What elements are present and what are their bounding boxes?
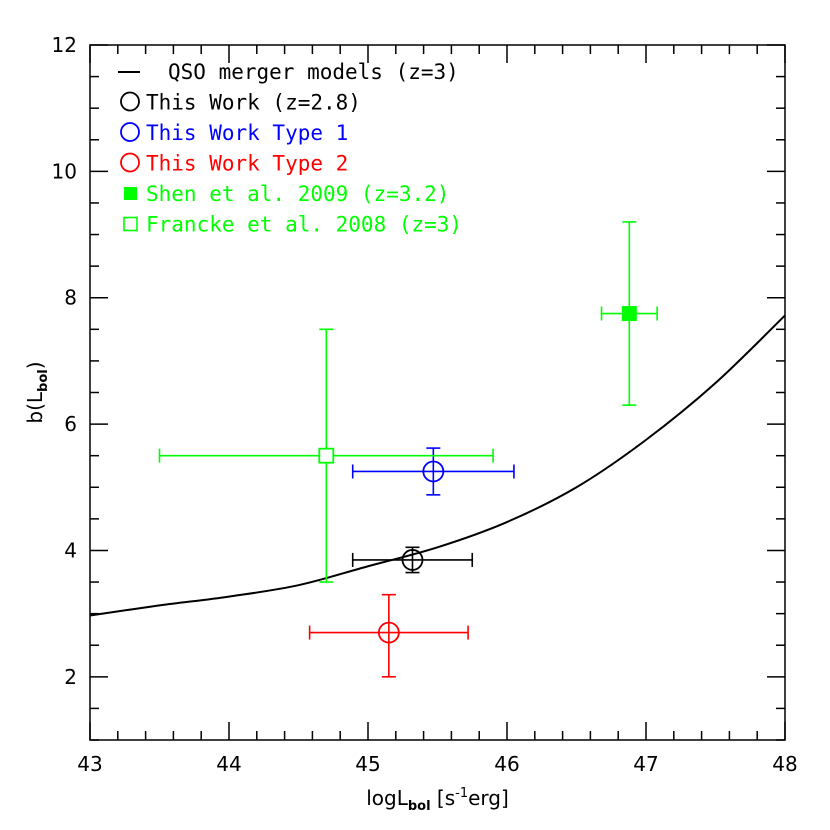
x-axis-label-main: logL (366, 786, 408, 810)
legend-label: Shen et al. 2009 (z=3.2) (146, 182, 449, 206)
y-axis-label: b(Lbol) (23, 361, 51, 423)
x-axis-label-unit-end: erg] (468, 786, 509, 810)
model-curve-line (89, 314, 786, 617)
point-marker (318, 447, 335, 464)
data-point (308, 593, 469, 678)
legend-entry: This Work Type 1 (120, 121, 348, 145)
y-axis-label-sub: bol (36, 369, 51, 392)
x-axis-label-sup: -1 (455, 786, 468, 801)
legend-label: This Work Type 2 (146, 152, 348, 176)
data-points-layer (158, 221, 658, 678)
legend-label: This Work (z=2.8) (146, 91, 361, 115)
legend-open-square-swatch (123, 216, 138, 232)
data-point (600, 221, 658, 406)
data-point (351, 546, 474, 574)
x-tick-label: 45 (355, 752, 380, 776)
y-tick-label: 6 (64, 412, 77, 436)
legend-circle-swatch (120, 91, 140, 112)
x-axis-label-unit: [s (431, 786, 456, 810)
y-axis-label-main: b(L (23, 391, 47, 423)
x-tick-label: 46 (494, 752, 519, 776)
model-curve-layer (89, 314, 786, 617)
legend: QSO merger models (z=3) This Work (z=2.8)… (118, 60, 462, 237)
x-tick-label: 44 (216, 752, 241, 776)
y-tick-label: 4 (64, 538, 77, 562)
legend-entry: This Work Type 2 (120, 152, 348, 176)
legend-entry: Francke et al. 2008 (z=3) (123, 213, 462, 237)
point-marker (377, 621, 400, 644)
x-tick-label: 43 (77, 752, 102, 776)
y-axis-label-end: ) (23, 361, 47, 369)
x-tick-label: 48 (772, 752, 797, 776)
legend-entry: Shen et al. 2009 (z=3.2) (124, 182, 449, 206)
legend-circle-swatch (120, 152, 140, 173)
data-point (351, 447, 515, 496)
data-point (158, 328, 494, 583)
legend-label: This Work Type 1 (146, 121, 348, 145)
x-axis-label: logLbol [s-1erg] (366, 786, 509, 814)
legend-circle-swatch (120, 122, 140, 142)
y-tick-label: 10 (52, 159, 77, 183)
legend-filled-square-swatch (124, 187, 137, 200)
x-tick-label: 47 (633, 752, 658, 776)
point-marker (401, 549, 424, 571)
legend-label: Francke et al. 2008 (z=3) (146, 213, 462, 237)
plot-frame (89, 44, 786, 741)
point-marker (422, 460, 445, 483)
x-axis-label-sub: bol (408, 799, 431, 814)
legend-label: QSO merger models (z=3) (168, 60, 459, 84)
legend-entry: This Work (z=2.8) (120, 91, 361, 115)
y-tick-label: 8 (64, 286, 77, 310)
y-tick-label: 2 (64, 665, 77, 689)
y-tick-label: 12 (52, 33, 77, 57)
legend-entry: QSO merger models (z=3) (118, 60, 459, 84)
point-marker (621, 306, 637, 322)
